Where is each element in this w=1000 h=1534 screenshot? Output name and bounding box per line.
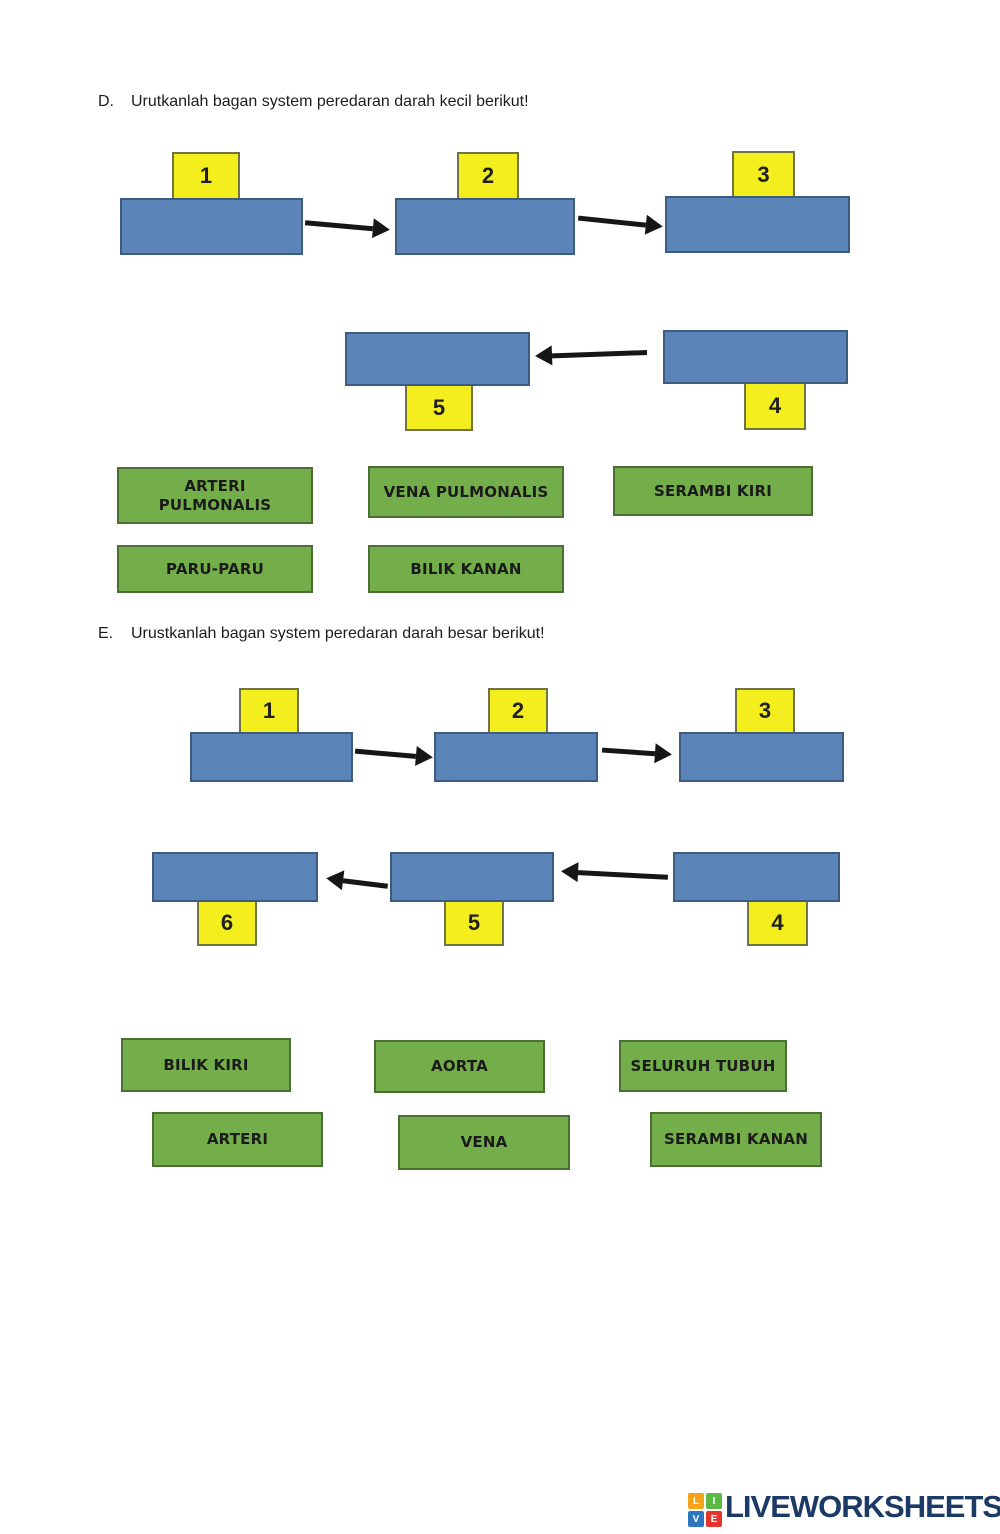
arrow-head-right-icon	[654, 743, 673, 765]
answer-slot-e3[interactable]	[679, 732, 844, 782]
slot-number-e5-label: 5	[467, 910, 481, 935]
logo-tile-i: I	[706, 1493, 722, 1509]
answer-slot-d3[interactable]	[665, 196, 850, 253]
logo-tile-e: E	[706, 1511, 722, 1527]
option-bilik-kiri[interactable]: BILIK KIRI	[121, 1038, 291, 1092]
arrow-head-right-icon	[644, 214, 664, 237]
arrow-e-4-to-5	[560, 861, 669, 887]
option-aorta[interactable]: AORTA	[374, 1040, 545, 1093]
slot-number-e2-label: 2	[511, 698, 525, 723]
section-d-letter: D.	[98, 93, 114, 110]
arrow-shaft	[577, 869, 669, 880]
arrow-head-right-icon	[415, 745, 434, 768]
slot-number-e3: 3	[735, 688, 795, 734]
slot-number-d3: 3	[732, 151, 795, 198]
arrow-head-left-icon	[560, 861, 579, 883]
arrow-e-1-to-2	[354, 741, 434, 768]
option-serambi-kiri[interactable]: SERAMBI KIRI	[613, 466, 813, 516]
logo-wordmark: LIVEWORKSHEETS	[725, 1489, 1000, 1524]
arrow-d-2-to-3	[577, 208, 664, 237]
option-arteri[interactable]: ARTERI	[152, 1112, 323, 1167]
option-label: ARTERI PULMONALIS	[158, 476, 272, 514]
arrow-head-left-icon	[534, 345, 553, 366]
slot-number-e6: 6	[197, 900, 257, 946]
slot-number-d4: 4	[744, 382, 806, 430]
slot-number-e1-label: 1	[262, 698, 276, 723]
option-seluruh-tubuh[interactable]: SELURUH TUBUH	[619, 1040, 787, 1092]
logo-tiles-icon: L I V E	[688, 1493, 722, 1527]
option-label: SERAMBI KIRI	[653, 481, 773, 500]
slot-number-e4: 4	[747, 900, 808, 946]
answer-slot-d4[interactable]	[663, 330, 848, 384]
arrow-e-2-to-3	[601, 740, 673, 765]
option-serambi-kanan[interactable]: SERAMBI KANAN	[650, 1112, 822, 1167]
arrow-shaft	[354, 748, 417, 759]
slot-number-d5: 5	[405, 384, 473, 431]
section-e-title: Urustkanlah bagan system peredaran darah…	[131, 625, 545, 642]
arrow-shaft	[577, 215, 647, 228]
slot-number-e1: 1	[239, 688, 299, 734]
slot-number-e6-label: 6	[220, 910, 234, 935]
arrow-e-5-to-6	[325, 868, 389, 895]
slot-number-e2: 2	[488, 688, 548, 734]
arrow-d-1-to-2	[304, 212, 391, 240]
section-e-letter: E.	[98, 625, 114, 642]
option-bilik-kanan[interactable]: BILIK KANAN	[368, 545, 564, 593]
option-label: VENA PULMONALIS	[383, 482, 549, 501]
option-label: VENA	[460, 1133, 508, 1152]
arrow-shaft	[304, 219, 374, 231]
slot-number-d2-label: 2	[481, 163, 495, 188]
section-d-heading: D. Urutkanlah bagan system peredaran dara…	[98, 93, 529, 111]
arrow-shaft	[601, 747, 656, 756]
arrow-head-left-icon	[325, 868, 345, 891]
arrow-d-4-to-5	[534, 342, 648, 366]
option-label: AORTA	[431, 1057, 488, 1076]
slot-number-d1-label: 1	[199, 163, 213, 188]
option-label: PARU-PARU	[166, 559, 264, 578]
liveworksheets-logo[interactable]: L I V E LIVEWORKSHEETS	[688, 1487, 1000, 1527]
arrow-shaft	[551, 349, 648, 358]
option-label: SERAMBI KANAN	[664, 1130, 808, 1149]
answer-slot-d5[interactable]	[345, 332, 530, 386]
option-label: ARTERI	[206, 1130, 269, 1149]
slot-number-e5: 5	[444, 900, 504, 946]
answer-slot-e4[interactable]	[673, 852, 840, 902]
logo-tile-l: L	[688, 1493, 704, 1509]
arrow-head-right-icon	[372, 218, 391, 240]
section-e-heading: E. Urustkanlah bagan system peredaran dar…	[98, 625, 545, 643]
slot-number-e3-label: 3	[758, 698, 772, 723]
answer-slot-e5[interactable]	[390, 852, 554, 902]
slot-number-e4-label: 4	[771, 910, 784, 935]
slot-number-d5-label: 5	[432, 394, 446, 420]
option-paru-paru[interactable]: PARU-PARU	[117, 545, 313, 593]
answer-slot-d2[interactable]	[395, 198, 575, 255]
answer-slot-e1[interactable]	[190, 732, 353, 782]
slot-number-d3-label: 3	[757, 161, 770, 187]
slot-number-d1: 1	[172, 152, 240, 200]
option-label: SELURUH TUBUH	[630, 1056, 776, 1075]
logo-tile-v: V	[688, 1511, 704, 1527]
slot-number-d2: 2	[457, 152, 519, 200]
answer-slot-d1[interactable]	[120, 198, 303, 255]
option-label: BILIK KANAN	[410, 559, 522, 578]
answer-slot-e6[interactable]	[152, 852, 318, 902]
slot-number-d4-label: 4	[768, 393, 782, 418]
option-arteri-pulmonalis[interactable]: ARTERI PULMONALIS	[117, 467, 313, 524]
answer-slot-e2[interactable]	[434, 732, 598, 782]
option-vena[interactable]: VENA	[398, 1115, 570, 1170]
option-label: BILIK KIRI	[163, 1055, 249, 1074]
option-vena-pulmonalis[interactable]: VENA PULMONALIS	[368, 466, 564, 518]
arrow-shaft	[342, 877, 389, 889]
section-d-title: Urutkanlah bagan system peredaran darah …	[131, 93, 529, 110]
